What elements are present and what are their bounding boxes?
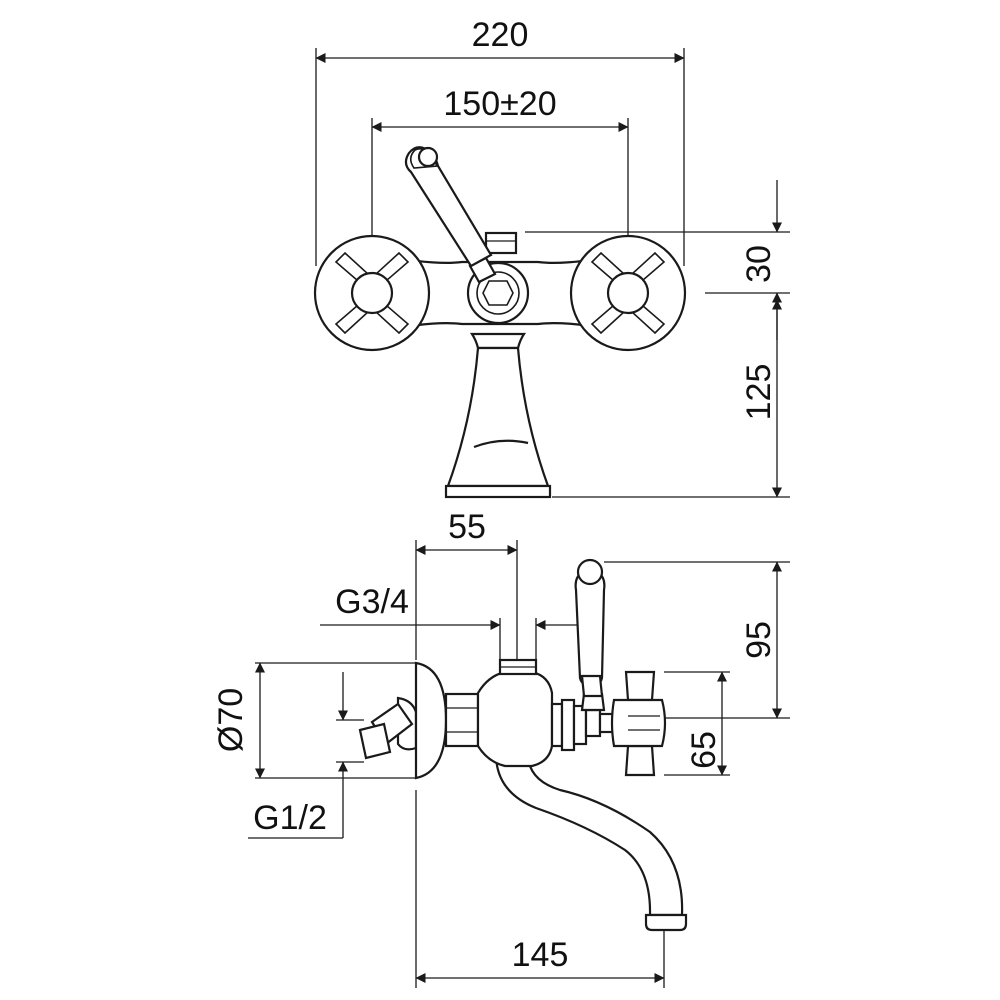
dim-inlet-thread: G3/4 [320, 583, 590, 662]
faucet-front [313, 146, 687, 499]
dim-body-height-label: 125 [740, 364, 778, 421]
dim-lever-height-label: 95 [740, 621, 778, 659]
dim-lever-height: 95 [740, 561, 782, 719]
dim-body-height: 125 [740, 299, 782, 498]
dim-spout-projection-label: 145 [512, 936, 569, 974]
wall-connector [358, 696, 418, 760]
dim-wall-thread: G1/2 [248, 672, 364, 839]
right-cross-handle [569, 234, 687, 352]
dim-inlet-thread-label: G3/4 [335, 583, 409, 621]
side-lever-handle [574, 558, 606, 712]
dim-top-height: 30 [740, 180, 782, 340]
dim-rosette-diameter: Ø70 [212, 662, 265, 779]
dim-total-width: 220 [315, 16, 685, 63]
side-view: 55 G3/4 Ø70 G1/2 95 [212, 508, 790, 988]
side-spout [494, 752, 688, 932]
dim-offset: 55 [415, 508, 518, 555]
dim-spout-projection: 145 [415, 936, 665, 983]
front-view: 220 150±20 30 125 [313, 16, 790, 499]
lever-handle [404, 146, 497, 284]
side-cross-handle [610, 670, 667, 777]
dim-handle-height-label: 65 [685, 731, 723, 769]
front-spout [444, 332, 552, 499]
dim-centers-label: 150±20 [443, 85, 556, 123]
faucet-side [358, 558, 688, 932]
dim-wall-thread-label: G1/2 [253, 799, 327, 837]
dim-offset-label: 55 [448, 508, 486, 546]
dim-top-height-label: 30 [740, 245, 778, 283]
dim-centers: 150±20 [371, 85, 629, 132]
dim-rosette-diameter-label: Ø70 [212, 688, 250, 752]
dim-handle-height: 65 [685, 671, 727, 776]
dim-total-width-label: 220 [472, 16, 529, 54]
left-cross-handle [313, 234, 431, 352]
